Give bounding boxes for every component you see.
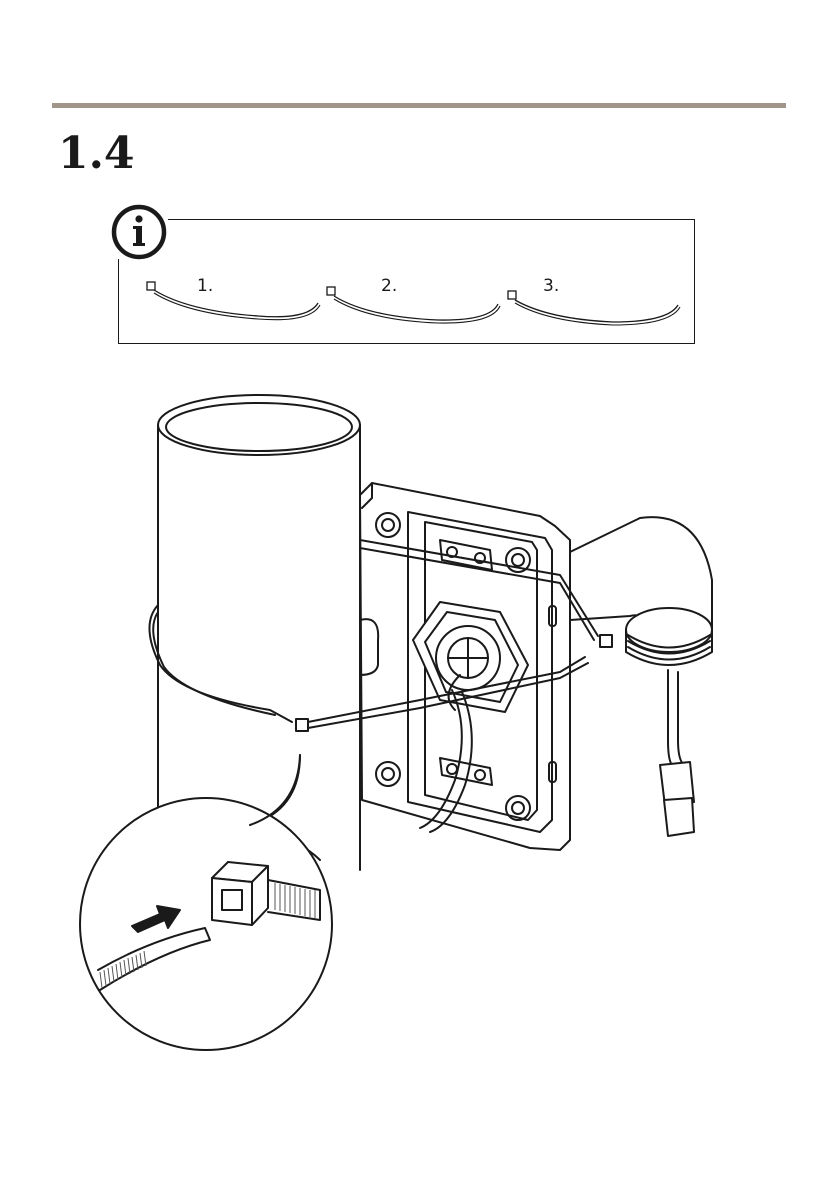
elbow-arm <box>570 517 712 665</box>
cable-tie-3 <box>508 291 680 325</box>
step-label-2: 2. <box>381 276 397 296</box>
cable-tie-1 <box>147 282 320 320</box>
step-number: 1.4 <box>58 132 135 176</box>
header-rule <box>52 103 786 108</box>
network-cable <box>660 670 694 836</box>
pole-mount-illustration <box>0 380 839 1080</box>
step-label-3: 3. <box>543 276 559 296</box>
step-label-1: 1. <box>197 276 213 296</box>
cable-tie-2 <box>327 287 500 323</box>
mount-bracket <box>360 483 570 850</box>
detail-callout <box>80 755 332 1050</box>
